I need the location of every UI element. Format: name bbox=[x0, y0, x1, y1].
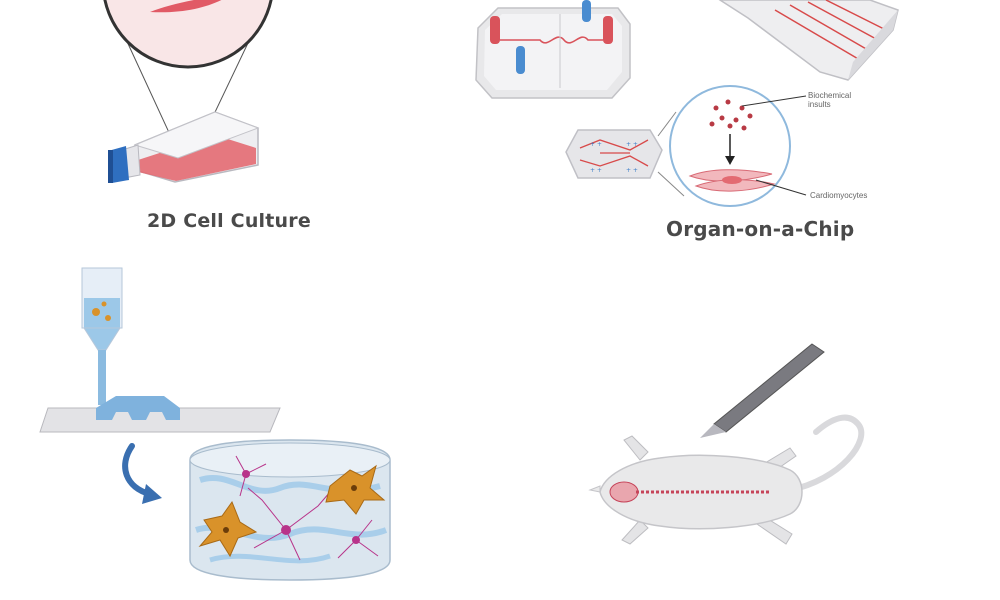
organ-on-chip-title: Organ-on-a-Chip bbox=[666, 217, 855, 241]
heart-chip-magnifier bbox=[669, 85, 807, 207]
magnified-cell-circle bbox=[103, 0, 273, 69]
biochemical-annotation: Biochemical bbox=[808, 91, 852, 100]
cardiomyocytes-annotation: Cardiomyocytes bbox=[810, 191, 868, 200]
microfluidic-chip-2 bbox=[718, 0, 899, 81]
bioprinter-nozzle bbox=[81, 267, 123, 405]
cardiomyocyte-cells bbox=[688, 169, 776, 192]
hydrogel-neuron-block bbox=[189, 439, 391, 581]
svg-text:+ +: + + bbox=[590, 167, 602, 174]
cell-culture-title: 2D Cell Culture bbox=[147, 210, 311, 232]
biochemical-annotation-line2: insults bbox=[808, 100, 831, 109]
svg-text:+ +: + + bbox=[590, 141, 602, 148]
svg-text:+ +: + + bbox=[626, 141, 638, 148]
microfluidic-chip-1 bbox=[475, 0, 631, 99]
svg-text:+ +: + + bbox=[626, 167, 638, 174]
curved-arrow-icon bbox=[122, 443, 162, 504]
scalpel-icon bbox=[700, 343, 825, 438]
bioprinting-illustration bbox=[39, 267, 391, 581]
print-plate bbox=[39, 396, 281, 433]
organ-on-chip-illustration: + + + + + + + + bbox=[475, 0, 899, 207]
biochemical-insult-dots bbox=[709, 99, 753, 131]
cell-culture-illustration bbox=[103, 0, 273, 183]
mouse-illustration bbox=[588, 343, 865, 545]
heart-chip-small: + + + + + + + + bbox=[565, 111, 685, 197]
culture-flask-icon bbox=[108, 111, 260, 183]
